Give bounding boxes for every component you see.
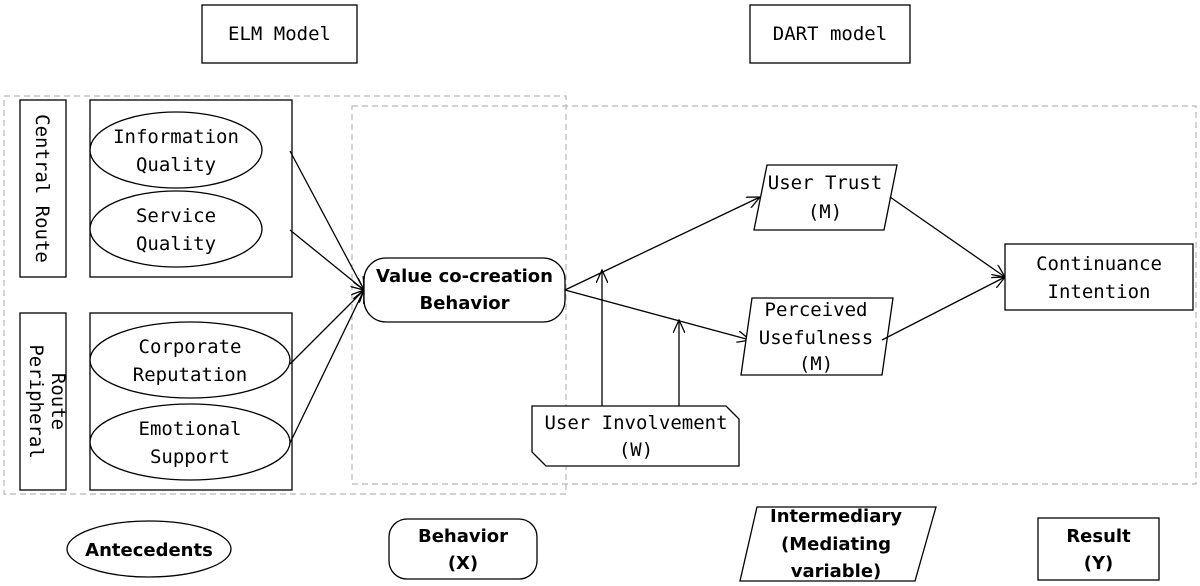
corporate-reputation-line2: Reputation [133,364,247,386]
legend-behavior: Behavior (X) [388,518,538,580]
central-route-box: Central Route [19,99,67,278]
legend-antecedents-label: Antecedents [85,540,213,561]
user-involvement-node: User Involvement (W) [531,405,740,467]
arrow-corporate-reputation-to-behavior [289,290,364,365]
perceived-usefulness-line2: Usefulness [759,327,873,349]
dart-model-box: DART model [749,4,911,64]
arrow-perceived-usefulness-to-continuance [881,277,1005,341]
arrow-user-trust-to-continuance [889,196,1005,277]
continuance-intention-line1: Continuance [1036,253,1162,275]
legend-intermediary-line3: variable) [791,561,882,582]
arrow-emotional-support-to-behavior [289,290,364,444]
emotional-support-line2: Support [150,446,230,468]
peripheral-route-box: Peripheral Route [19,312,69,491]
emotional-support-line1: Emotional [139,418,242,440]
arrow-service-quality-to-behavior [289,229,364,290]
central-route-label: Central Route [31,114,53,263]
information-quality-line2: Quality [136,154,216,176]
arrow-behavior-to-user-trust [564,197,760,291]
legend-result-line1: Result [1066,526,1131,547]
user-trust-line1: User Trust [768,172,882,194]
legend-intermediary-line2: (Mediating [781,534,891,555]
continuance-intention-node: Continuance Intention [1004,243,1194,311]
corporate-reputation-line1: Corporate [139,336,242,358]
legend-result-line2: (Y) [1084,553,1114,574]
behavior-line2: Behavior [419,293,509,314]
service-quality-node: Service Quality [89,190,263,268]
behavior-line1: Value co-creation [376,266,553,287]
information-quality-line1: Information [113,126,239,148]
dart-model-label: DART model [773,23,887,45]
value-co-creation-behavior-node: Value co-creation Behavior [363,257,566,323]
arrow-information-quality-to-behavior [289,150,364,290]
information-quality-node: Information Quality [89,111,263,189]
service-quality-line1: Service [136,205,216,227]
elm-model-box: ELM Model [201,4,358,64]
user-trust-node: User Trust (M) [753,164,898,231]
legend-behavior-line2: (X) [448,553,478,574]
arrow-behavior-to-perceived-usefulness [564,289,750,340]
user-trust-line2: (M) [808,201,842,223]
service-quality-line2: Quality [136,233,216,255]
peripheral-route-label-line1: Peripheral [25,344,47,458]
user-involvement-line1: User Involvement [544,412,727,434]
elm-model-label: ELM Model [228,23,331,45]
user-involvement-line2: (W) [619,439,653,461]
continuance-intention-line2: Intention [1048,281,1151,303]
emotional-support-node: Emotional Support [89,403,291,481]
legend-behavior-line1: Behavior [418,526,508,547]
peripheral-route-label-line2: Route [47,373,69,430]
legend-intermediary-line1: Intermediary [770,506,902,527]
perceived-usefulness-line1: Perceived [765,299,868,321]
legend-intermediary: Intermediary (Mediating variable) [739,506,937,582]
legend-antecedents: Antecedents [66,520,232,578]
corporate-reputation-node: Corporate Reputation [89,321,291,399]
perceived-usefulness-node: Perceived Usefulness (M) [740,297,894,376]
elm-model-region [3,95,567,495]
perceived-usefulness-line3: (M) [799,353,833,375]
legend-result: Result (Y) [1037,517,1160,581]
